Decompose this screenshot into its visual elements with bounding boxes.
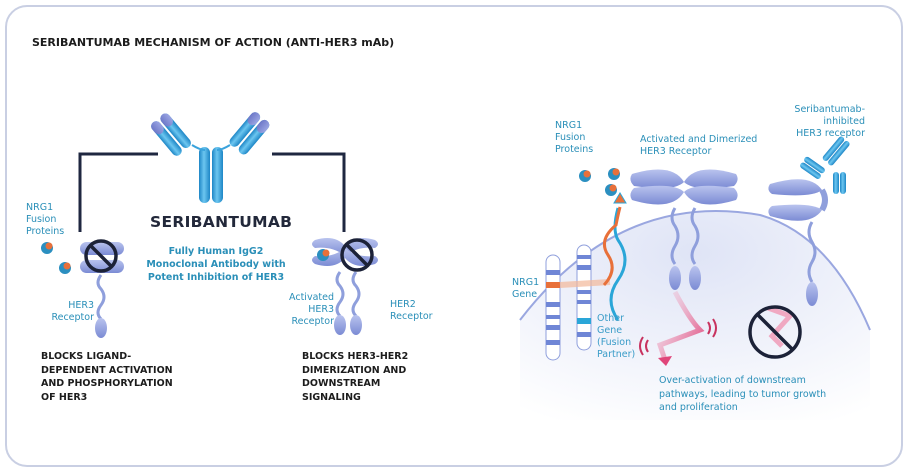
outcome-text: Over-activation of downstream pathways, …: [659, 374, 826, 415]
prohibition-icon: [84, 239, 118, 273]
nrg1-gene-label: NRG1 Gene: [512, 277, 539, 301]
her3-receptor-label: HER3 Receptor: [51, 300, 94, 323]
label-line: Seribantumab-inhibited: [794, 104, 865, 127]
seribantumab-inhibited-receptor-icon: [768, 136, 850, 306]
label-line: NRG1: [555, 120, 583, 131]
label-line: Gene: [597, 325, 623, 336]
connector-lines: [78, 152, 346, 232]
prohibition-icon: [340, 238, 374, 272]
fusion-link: [559, 279, 611, 288]
inhibited-receptor-label: Seribantumab-inhibited HER3 receptor: [755, 104, 865, 140]
cell-membrane: [520, 210, 870, 420]
label-line: Activated and Dimerized: [640, 134, 758, 145]
label-line: Partner): [597, 349, 636, 360]
dimerized-her3-receptor-icon: [630, 169, 738, 290]
label-line: Gene: [512, 289, 538, 300]
label-line: Proteins: [555, 144, 594, 155]
nrg1-fusion-label-right: NRG1 Fusion Proteins: [555, 120, 593, 156]
connector-left: [78, 152, 158, 232]
mechanism-2-text: BLOCKS HER3-HER2 DIMERIZATION AND DOWNST…: [302, 350, 408, 404]
mechanism-2-line: BLOCKS HER3-HER2: [302, 351, 409, 362]
label-line: Fusion: [555, 132, 586, 143]
mechanism-1-line: BLOCKS LIGAND-: [41, 351, 132, 362]
other-gene-label: Other Gene (Fusion Partner): [597, 313, 635, 361]
fusion-gene-helix: [602, 192, 627, 321]
label-line: HER3 Receptor: [640, 146, 712, 157]
label-line: NRG1: [512, 277, 540, 288]
activated-her3-label: Activated HER3 Receptor: [289, 292, 334, 327]
drug-description: Fully Human IgG2 Monoclonal Antibody wit…: [146, 246, 286, 283]
mechanism-1-text: BLOCKS LIGAND- DEPENDENT ACTIVATION AND …: [41, 350, 173, 404]
antibody-icon: [151, 112, 270, 203]
mechanism-2-line: DOWNSTREAM: [302, 378, 381, 389]
signal-arrow-icon: [639, 290, 717, 366]
label-line: (Fusion: [597, 337, 632, 348]
drug-name: SERIBANTUMAB: [150, 213, 293, 231]
chromosome-icon: [545, 244, 592, 361]
nrg1-fusion-label-left: NRG1 Fusion Proteins: [26, 202, 65, 237]
connector-right: [272, 152, 346, 232]
nrg1-protein-icon: [41, 242, 71, 274]
her2-receptor-label: HER2 Receptor: [390, 299, 433, 322]
mechanism-1-line: OF HER3: [41, 391, 88, 403]
label-line: and proliferation: [659, 402, 738, 413]
blocked-signal-icon: [748, 305, 802, 359]
mechanism-1-line: DEPENDENT ACTIVATION: [41, 364, 173, 376]
label-line: Over-activation of downstream: [659, 375, 806, 386]
label-line: Other: [597, 313, 624, 324]
mechanism-2-line: DIMERIZATION AND: [302, 364, 407, 376]
label-line: HER3 receptor: [796, 128, 865, 139]
mechanism-1-line: AND PHOSPHORYLATION: [41, 378, 173, 389]
dimerized-receptor-label: Activated and Dimerized HER3 Receptor: [640, 134, 757, 158]
mechanism-2-line: SIGNALING: [302, 391, 361, 403]
label-line: pathways, leading to tumor growth: [659, 388, 827, 400]
diagram-title: SERIBANTUMAB MECHANISM OF ACTION (ANTI-H…: [32, 36, 395, 49]
